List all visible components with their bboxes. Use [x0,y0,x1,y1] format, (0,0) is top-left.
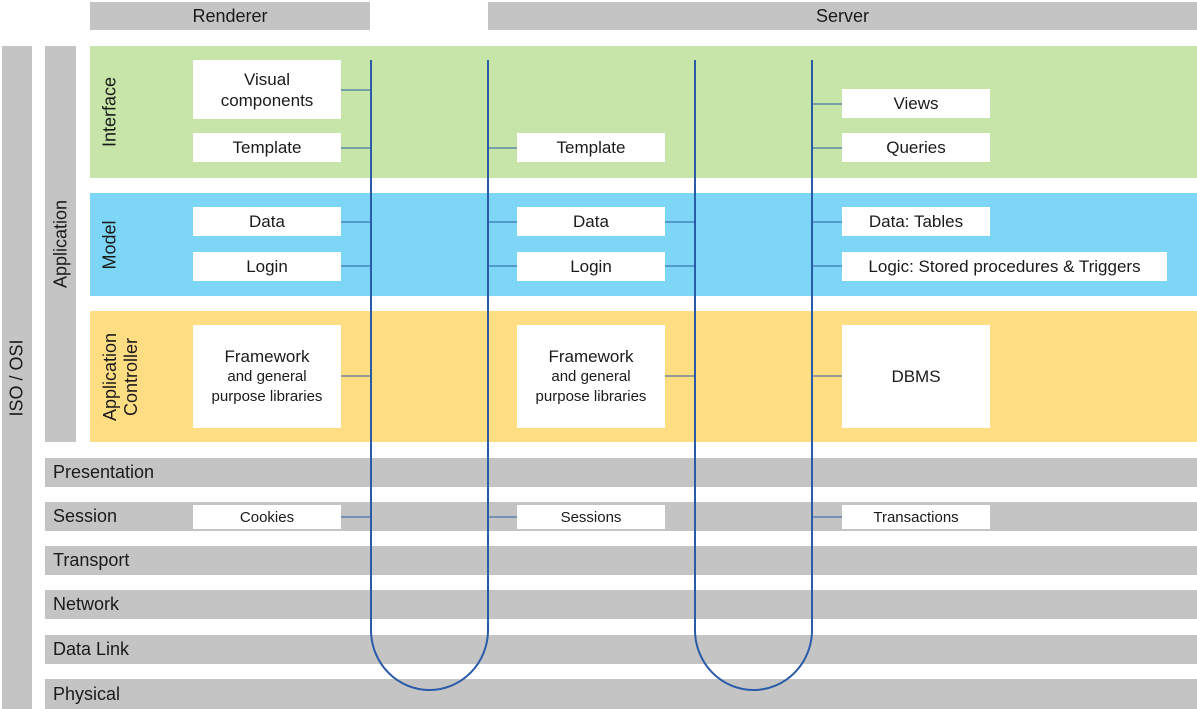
renderer-login-box: Login [193,252,341,281]
db-queries-box: Queries [842,133,990,162]
renderer-header: Renderer [90,2,370,30]
server-data-box: Data [517,207,665,236]
db-dbms-box: DBMS [842,325,990,428]
osi-row-presentation: Presentation [45,458,1197,487]
server-sessions-box: Sessions [517,505,665,529]
renderer-header-label: Renderer [192,5,268,26]
osi-row-network: Network [45,590,1197,619]
db-transactions-box: Transactions [842,505,990,529]
db-data-tables-box: Data: Tables [842,207,990,236]
renderer-cookies-box: Cookies [193,505,341,529]
server-header-label: Server [815,5,869,26]
renderer-server-loop [370,60,489,691]
renderer-template-box: Template [193,133,341,162]
db-views-box: Views [842,89,990,118]
osi-row-physical: Physical [45,679,1197,709]
osi-row-transport: Transport [45,546,1197,575]
server-db-loop [694,60,813,691]
server-login-box: Login [517,252,665,281]
osi-row-data-link: Data Link [45,635,1197,664]
db-logic-box: Logic: Stored procedures & Triggers [842,252,1167,281]
renderer-data-box: Data [193,207,341,236]
server-template-box: Template [517,133,665,162]
server-header: Server [488,2,1197,30]
application-bar: Application [45,46,76,442]
iso-osi-bar: ISO / OSI [2,46,32,709]
